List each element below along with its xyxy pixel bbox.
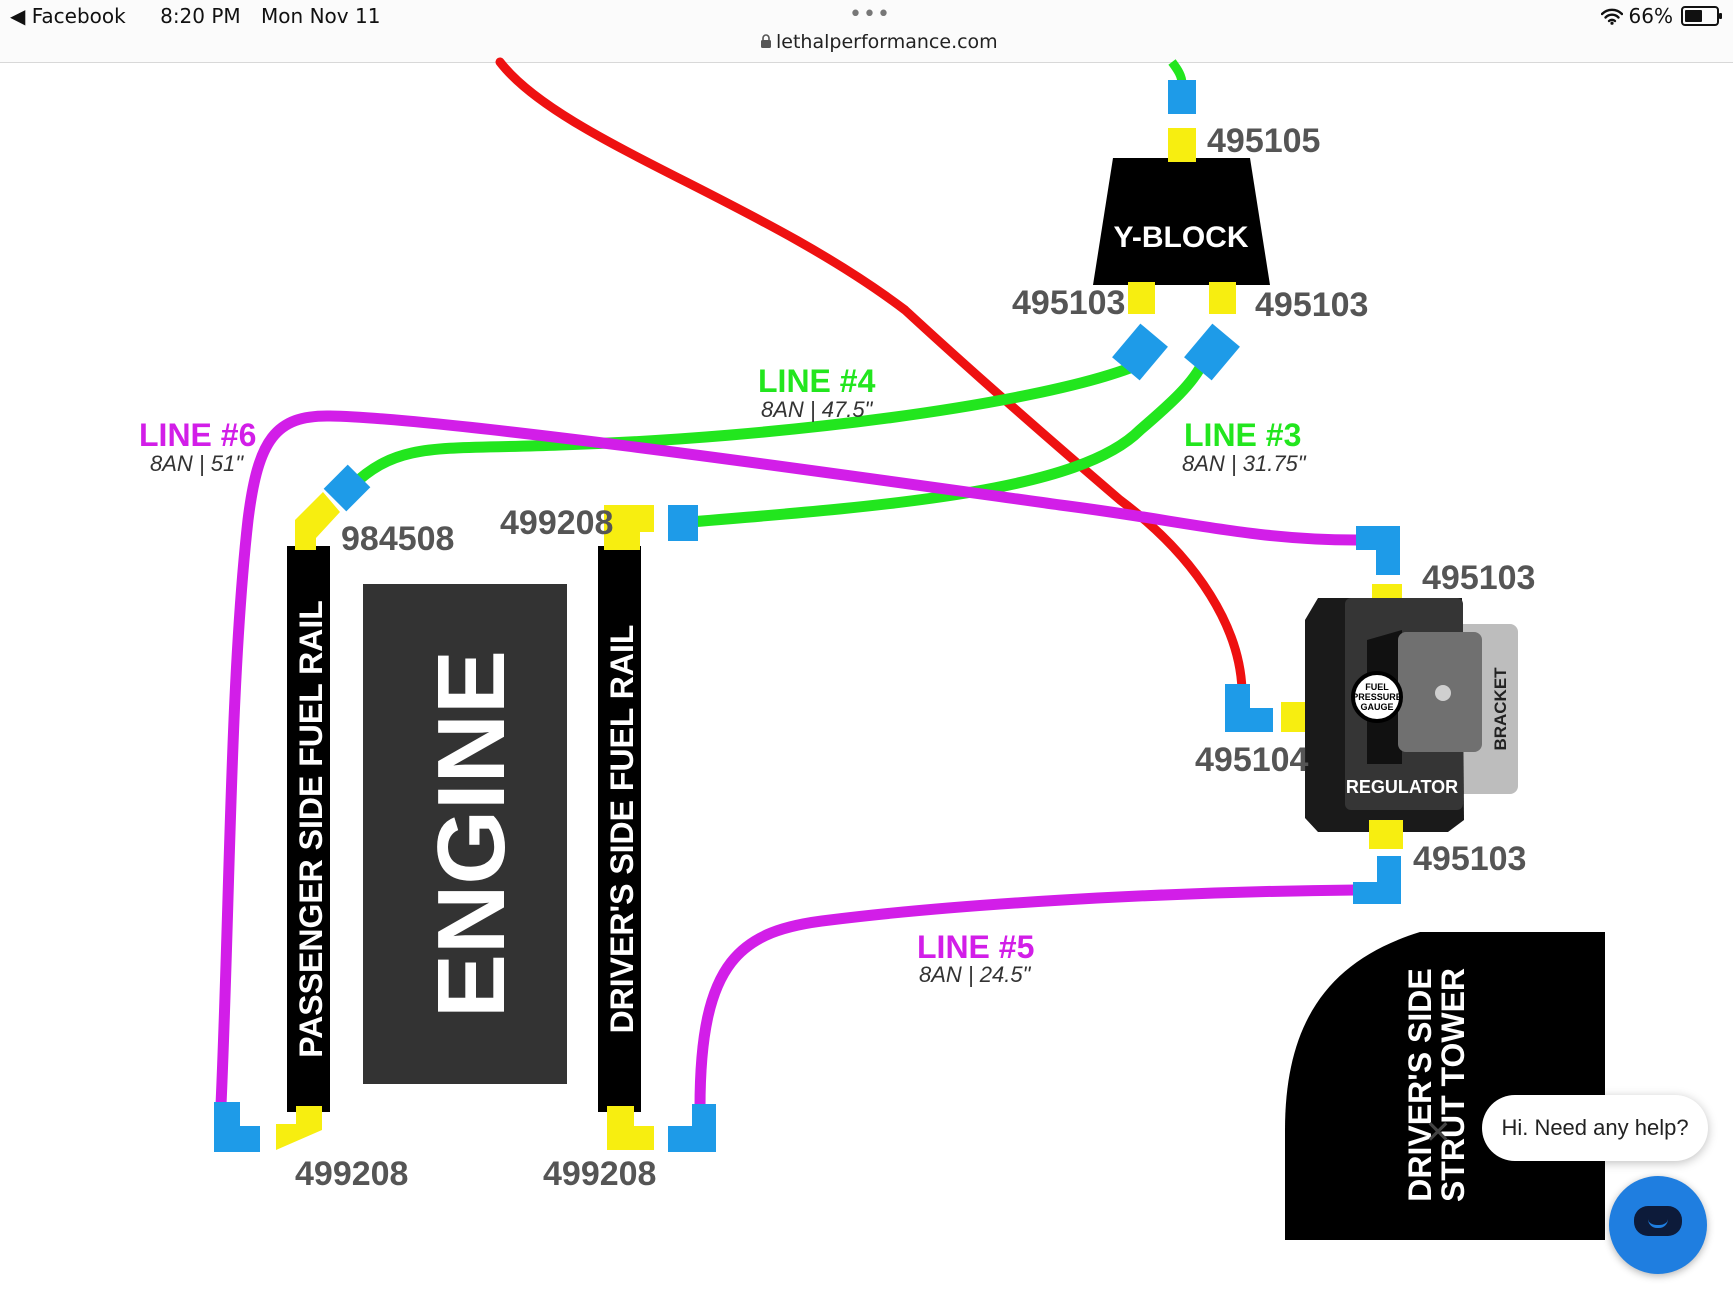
part-number-regulator-bottom: 495103: [1413, 840, 1526, 878]
line6-spec: 8AN | 51": [150, 451, 244, 476]
line4-label: LINE #4: [758, 363, 876, 399]
fitting-yellow-driver-bottom: [607, 1106, 654, 1150]
back-to-app-link[interactable]: ◀ Facebook: [10, 4, 126, 28]
part-number-regulator-top: 495103: [1422, 559, 1535, 597]
fitting-yellow-passenger-top: [295, 492, 340, 550]
chat-launcher-button[interactable]: [1609, 1176, 1707, 1274]
fitting-yellow-driver-top: [604, 505, 654, 550]
strut-tower-label-1: DRIVER'S SIDE: [1402, 968, 1438, 1201]
fitting-blue-yb-left: [1112, 323, 1168, 381]
back-app-label: Facebook: [31, 4, 126, 28]
battery-fill: [1685, 10, 1702, 22]
status-bar: ◀ Facebook 8:20 PM Mon Nov 11 ••• lethal…: [0, 0, 1733, 63]
gauge-label-3: GAUGE: [1360, 702, 1393, 712]
url-text: lethalperformance.com: [776, 31, 998, 53]
fitting-yellow-top: [1168, 128, 1196, 162]
bracket-label: BRACKET: [1491, 667, 1510, 751]
part-number-yblock-left: 495103: [1012, 284, 1125, 322]
fitting-blue-line5-start: [668, 1104, 716, 1152]
part-number-yblock-top: 495105: [1207, 122, 1320, 160]
fitting-yellow-regulator-bottom: [1369, 820, 1403, 849]
fitting-yellow-regulator-side: [1281, 702, 1305, 732]
regulator-bolt: [1435, 685, 1451, 701]
lock-icon: [761, 34, 771, 48]
part-number-driver-top: 499208: [500, 504, 613, 542]
part-number-driver-bottom: 499208: [543, 1155, 656, 1193]
wifi-icon: [1600, 8, 1623, 25]
fuel-pressure-gauge-icon: [1351, 671, 1403, 723]
line4-spec: 8AN | 47.5": [761, 397, 874, 422]
passenger-fuel-rail: [287, 546, 330, 1112]
more-dots-icon[interactable]: •••: [849, 2, 891, 27]
regulator-label: REGULATOR: [1346, 777, 1458, 797]
strut-tower-label-2: STRUT TOWER: [1435, 968, 1471, 1202]
fitting-blue-regulator-top: [1356, 526, 1400, 575]
line3-spec: 8AN | 31.75": [1182, 451, 1307, 476]
chat-bubble-icon: [1634, 1206, 1682, 1236]
chat-greeting-bubble[interactable]: Hi. Need any help?: [1482, 1095, 1708, 1161]
line3-label: LINE #3: [1184, 417, 1301, 453]
line4-hose: [346, 362, 1136, 492]
gauge-label-2: PRESSURE: [1352, 692, 1402, 702]
fitting-blue-top: [1168, 80, 1196, 114]
engine-label: ENGINE: [418, 650, 525, 1018]
fitting-yellow-yb-left: [1128, 282, 1155, 314]
fitting-blue-regulator-side: [1225, 684, 1273, 732]
y-block-label: Y-BLOCK: [1114, 221, 1249, 254]
chat-close-icon[interactable]: ✕: [1424, 1114, 1452, 1150]
driver-rail-label: DRIVER'S SIDE FUEL RAIL: [604, 625, 640, 1034]
fitting-blue-yb-right: [1184, 323, 1240, 381]
fitting-yellow-yb-right: [1209, 282, 1236, 314]
engine-block: [363, 584, 567, 1084]
fitting-yellow-passenger-bottom: [276, 1106, 322, 1150]
part-number-passenger-bottom: 499208: [295, 1155, 408, 1193]
line5-hose: [694, 884, 1362, 1114]
chat-greeting-text: Hi. Need any help?: [1501, 1115, 1689, 1140]
status-left: ◀ Facebook 8:20 PM Mon Nov 11: [10, 4, 394, 28]
line5-spec: 8AN | 24.5": [919, 962, 1032, 987]
gauge-label-1: FUEL: [1365, 682, 1389, 692]
status-right: 66%: [1600, 4, 1722, 28]
status-time: 8:20 PM: [160, 4, 241, 28]
line5-label: LINE #5: [917, 929, 1034, 965]
passenger-rail-label: PASSENGER SIDE FUEL RAIL: [293, 600, 329, 1058]
part-number-yblock-right: 495103: [1255, 286, 1368, 324]
line6-hose: [215, 410, 1362, 1111]
line3-hose: [684, 362, 1206, 528]
fitting-blue-line6-bottom: [214, 1102, 260, 1152]
driver-fuel-rail: [598, 546, 641, 1112]
url-bar[interactable]: lethalperformance.com: [760, 31, 998, 53]
battery-percent: 66%: [1628, 4, 1673, 28]
fitting-blue-passenger-top: [323, 464, 371, 512]
battery-icon: [1681, 6, 1722, 26]
fitting-blue-regulator-bottom: [1353, 856, 1401, 904]
y-block: [1093, 158, 1270, 285]
fitting-yellow-regulator-top: [1372, 584, 1402, 601]
feed-line-red: [495, 57, 1247, 695]
driver-strut-tower: [1285, 932, 1605, 1240]
part-number-regulator-side: 495104: [1195, 741, 1309, 779]
status-date: Mon Nov 11: [261, 4, 381, 28]
fitting-blue-line3-start: [668, 505, 698, 541]
part-number-passenger-top: 984508: [341, 520, 454, 558]
line6-label: LINE #6: [139, 417, 256, 453]
